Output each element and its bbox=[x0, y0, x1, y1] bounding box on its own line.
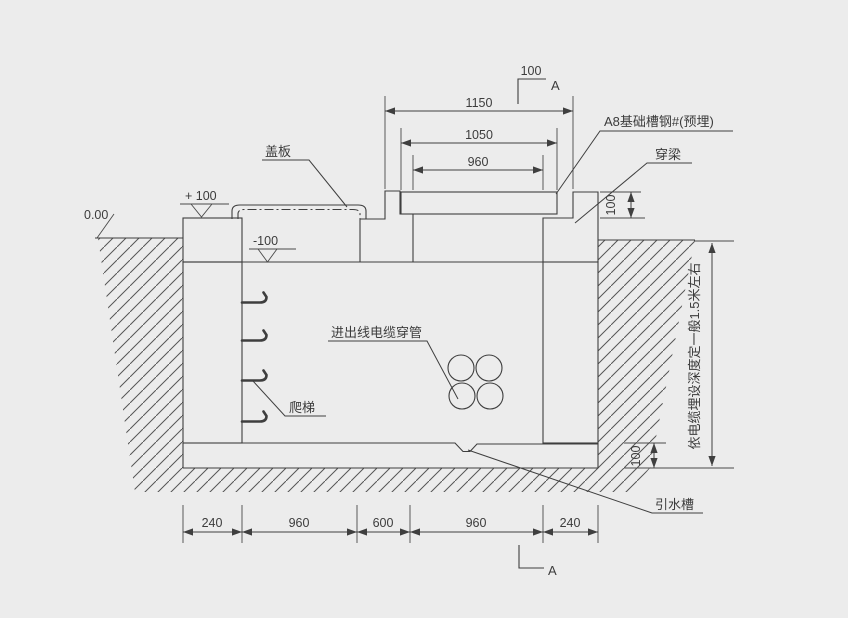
level-ground-text: 0.00 bbox=[84, 208, 108, 222]
label-drainage-channel: 引水槽 bbox=[655, 497, 694, 512]
ladder-rung bbox=[240, 291, 268, 304]
leader-drainage-channel bbox=[467, 449, 703, 514]
dimensions-bottom: 240 960 600 960 240 bbox=[182, 505, 599, 543]
middle-pier-concrete bbox=[359, 190, 414, 263]
label-ladder: 爬梯 bbox=[289, 400, 315, 415]
cover-plate-inner-line bbox=[237, 208, 361, 219]
dim-text-960-right: 960 bbox=[466, 516, 487, 530]
dim-text-beam-height: 100 bbox=[604, 195, 618, 216]
left-wall-brick bbox=[182, 261, 243, 444]
frame-beam bbox=[400, 191, 558, 215]
label-cover-plate: 盖板 bbox=[265, 144, 291, 159]
conduit-pipe bbox=[448, 382, 476, 410]
earth-below-floor bbox=[183, 468, 650, 492]
left-wall-concrete-cap bbox=[182, 217, 243, 263]
dim-text-960: 960 bbox=[468, 155, 489, 169]
right-wall-concrete bbox=[542, 191, 599, 263]
leader-through-beam bbox=[574, 162, 692, 224]
level-markers: 0.00 + 100 -100 bbox=[84, 189, 296, 263]
pit-structure bbox=[182, 190, 599, 469]
leader-cable-conduit bbox=[328, 340, 459, 400]
ground-lines bbox=[95, 237, 695, 241]
dim-text-240-left: 240 bbox=[202, 516, 223, 530]
dim-text-240-right: 240 bbox=[560, 516, 581, 530]
dim-text-960-left: 960 bbox=[289, 516, 310, 530]
earth-hatching bbox=[98, 238, 695, 492]
conduit-pipe bbox=[476, 382, 504, 410]
earth-left bbox=[98, 238, 183, 492]
earth-right bbox=[598, 240, 695, 468]
dim-text-600: 600 bbox=[373, 516, 394, 530]
level-minus100-triangle bbox=[257, 248, 278, 263]
level-ground-tick bbox=[96, 213, 115, 239]
level-plus100-text: + 100 bbox=[185, 189, 217, 203]
ladder-rung bbox=[240, 329, 268, 342]
dimensions-right: 100 100 依电缆埋设深度定一般1.5米左右 bbox=[600, 191, 734, 469]
section-top-offset: 100 bbox=[521, 64, 542, 78]
conduit-pipe bbox=[475, 354, 503, 382]
labels: 盖板 A8基础槽钢#(预埋) 穿梁 进出线电缆穿管 爬梯 引水槽 bbox=[252, 114, 733, 514]
cable-conduits bbox=[447, 354, 504, 410]
level-minus100-text: -100 bbox=[253, 234, 278, 248]
dim-text-1150: 1150 bbox=[466, 96, 493, 110]
leader-cover-plate bbox=[262, 159, 348, 208]
ladder-rung bbox=[240, 410, 268, 423]
label-through-beam: 穿梁 bbox=[655, 147, 681, 162]
leader-channel-steel bbox=[555, 130, 733, 195]
dim-text-floor-thickness: 100 bbox=[629, 446, 643, 467]
ladder bbox=[240, 291, 268, 423]
section-letter-top: A bbox=[551, 78, 560, 93]
section-letter-bottom: A bbox=[548, 563, 557, 578]
ladder-rung bbox=[240, 369, 268, 382]
section-mark-top bbox=[517, 78, 546, 104]
floor-slab bbox=[182, 442, 599, 469]
cover-plate-outline bbox=[231, 204, 367, 219]
level-plus100-triangle bbox=[190, 203, 213, 218]
section-mark-bottom bbox=[518, 545, 544, 569]
right-wall-brick bbox=[542, 261, 599, 444]
label-cable-conduit: 进出线电缆穿管 bbox=[331, 325, 422, 340]
depth-note-text: 依电缆埋设深度定一般1.5米左右 bbox=[687, 262, 702, 449]
conduit-pipe bbox=[447, 354, 475, 382]
dimensions-top: 1150 1050 960 bbox=[384, 96, 574, 190]
dim-text-1050: 1050 bbox=[465, 128, 493, 142]
section-marks: 100 A A bbox=[517, 64, 560, 578]
leader-ladder bbox=[252, 380, 326, 417]
label-channel-steel: A8基础槽钢#(预埋) bbox=[604, 114, 714, 129]
